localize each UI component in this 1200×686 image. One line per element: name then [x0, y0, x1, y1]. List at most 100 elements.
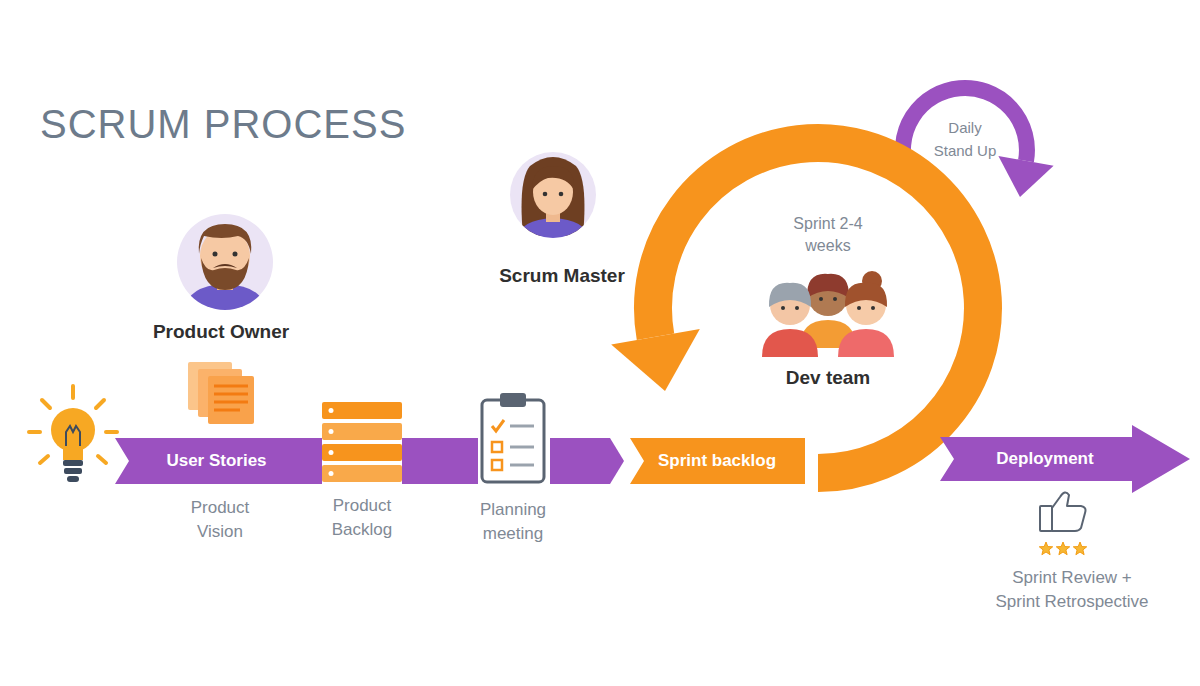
avatar-figure — [518, 157, 588, 240]
list-line — [510, 446, 534, 449]
line — [214, 393, 248, 396]
band-label: Deployment — [954, 425, 1136, 493]
dev-person — [762, 283, 818, 357]
role-label: Scrum Master — [472, 264, 652, 288]
sprint-cycle: Sprint 2-4 weeksDev team — [636, 130, 1000, 486]
caption-text: Planning meeting — [463, 498, 563, 546]
star — [1073, 542, 1086, 555]
list-line — [510, 425, 534, 428]
thumbs-up-icon — [1040, 492, 1086, 531]
beard — [201, 258, 249, 290]
line — [214, 401, 248, 404]
ray — [42, 400, 50, 408]
sprint-backlog-band: Sprint backlog — [630, 438, 805, 484]
band-shape — [115, 438, 310, 484]
flow-connector — [550, 438, 624, 484]
hair — [199, 224, 252, 254]
page-lines — [214, 386, 248, 410]
bulb-base — [67, 476, 79, 482]
bar-dot — [329, 450, 334, 455]
star — [1056, 542, 1069, 555]
caption-text: Product Vision — [175, 496, 265, 544]
scrum-master-avatar — [510, 152, 596, 240]
eye — [559, 192, 564, 197]
page — [208, 376, 254, 424]
eye — [819, 297, 823, 301]
eye — [543, 192, 548, 197]
hand — [1052, 492, 1086, 531]
eye — [781, 306, 785, 310]
ray — [40, 456, 48, 463]
band-label: Sprint backlog — [642, 438, 792, 484]
clipboard-clip — [500, 393, 526, 407]
body — [838, 329, 894, 357]
hair — [769, 283, 811, 307]
eye — [213, 252, 218, 257]
line — [214, 385, 248, 388]
deployment-arrow-shape — [940, 425, 1190, 493]
eye — [871, 306, 875, 310]
ray — [96, 400, 104, 408]
node-outline — [636, 130, 1000, 486]
ray — [29, 430, 40, 434]
ray — [71, 386, 75, 398]
backlog-bar — [322, 402, 402, 419]
documents-icon — [188, 362, 254, 424]
list-line — [510, 464, 534, 467]
rating-stars — [1039, 542, 1086, 555]
cuff — [1040, 506, 1052, 531]
team-name: Dev team — [758, 366, 898, 390]
checkbox — [492, 460, 502, 470]
mustache — [213, 264, 237, 268]
role-label: Product Owner — [131, 320, 311, 344]
body — [762, 329, 818, 357]
ray — [98, 456, 106, 463]
eye — [795, 306, 799, 310]
lightbulb-body — [51, 408, 95, 482]
backlog-bar — [322, 444, 402, 461]
band-shape — [630, 438, 805, 484]
hair — [845, 283, 887, 307]
star — [1039, 542, 1052, 555]
deployment-arrow: Deployment — [940, 425, 1190, 493]
filament — [66, 426, 80, 446]
product-backlog-stack: Product Backlog — [322, 402, 402, 485]
dev-person — [838, 271, 894, 357]
flow-connector — [402, 438, 478, 484]
user-stories-band: User StoriesProduct Vision — [115, 438, 310, 484]
bulb-base — [64, 468, 82, 474]
eye — [857, 306, 861, 310]
sprint-loop-arrowhead — [611, 329, 700, 391]
line — [214, 409, 240, 412]
node-outline — [478, 390, 550, 485]
bar-dot — [329, 471, 334, 476]
hair-front — [532, 166, 574, 190]
sprint-loop-arc — [653, 143, 983, 473]
backlog-bar — [322, 423, 402, 440]
ray — [106, 430, 117, 434]
product-owner-avatar — [177, 214, 273, 312]
event-label: Sprint Review + Sprint Retrospective — [994, 566, 1150, 614]
avatar-figure — [185, 224, 265, 312]
eye — [833, 297, 837, 301]
checkbox — [492, 442, 502, 452]
clipboard-board — [482, 400, 544, 482]
checkmark — [492, 420, 504, 431]
lightbulb-icon — [29, 386, 117, 463]
caption-text: Product Backlog — [317, 494, 407, 542]
band-label: User Stories — [123, 438, 310, 484]
backlog-bar — [322, 465, 402, 482]
event-label: Daily Stand Up — [930, 116, 1000, 162]
bar-dot — [329, 408, 334, 413]
flow-connector — [310, 438, 322, 484]
sprint-duration: Sprint 2-4 weeks — [783, 213, 873, 257]
diagram-title: SCRUM PROCESS — [40, 102, 406, 147]
loop-arrowhead — [998, 156, 1053, 197]
bulb-neck — [63, 444, 83, 460]
node-outline — [322, 402, 402, 485]
hair — [807, 274, 849, 298]
bar-dot — [329, 429, 334, 434]
bulb-base — [63, 460, 83, 466]
planning-clipboard: Planning meeting — [478, 390, 550, 485]
